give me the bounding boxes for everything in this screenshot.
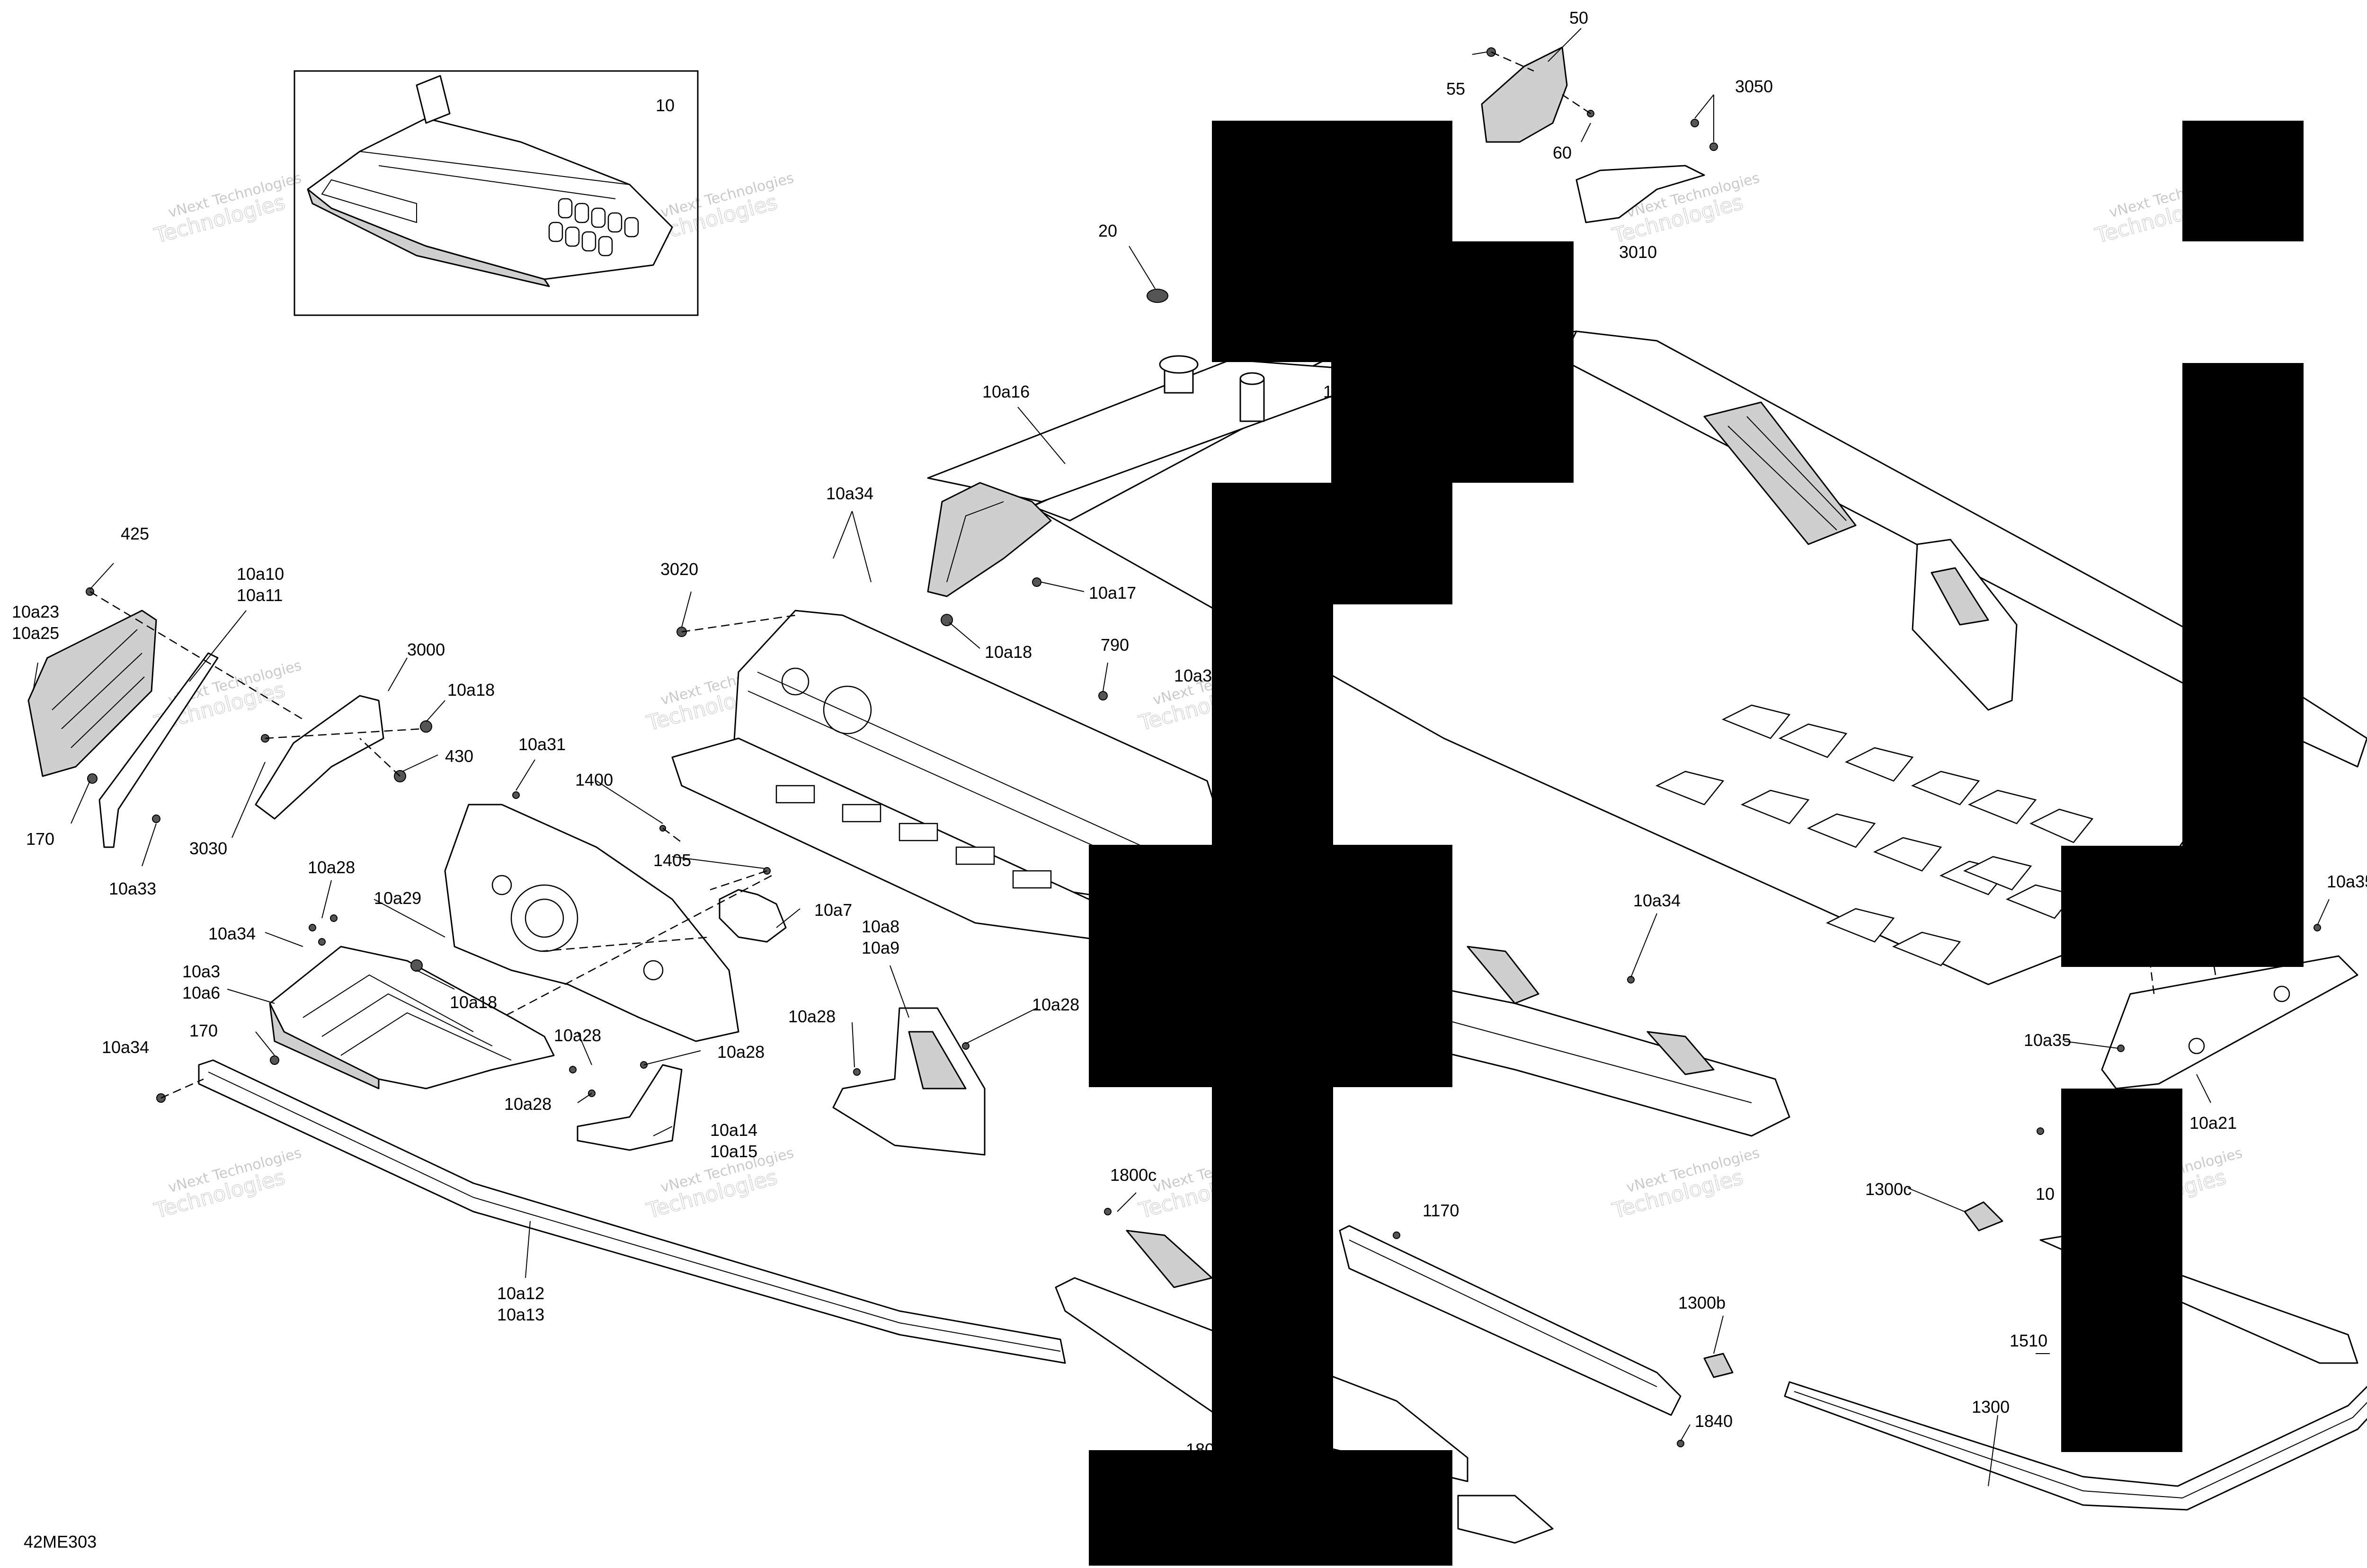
- callout-partial-10a3: 10a3: [1174, 666, 1212, 685]
- callout-10a9: 10a9: [862, 938, 899, 957]
- callout-10a8: 10a8: [862, 917, 899, 936]
- callout-1400: 1400: [575, 770, 613, 789]
- callout-10a18-mid: 10a18: [985, 642, 1032, 662]
- callout-3010: 3010: [1619, 242, 1657, 262]
- steering-support-plate: [444, 804, 739, 1042]
- gusset-10a8: [832, 1007, 986, 1156]
- callout-10a14: 10a14: [710, 1120, 757, 1140]
- callout-10a18-left: 10a18: [447, 680, 495, 700]
- callout-labels: 50 55 60 3050 3010 20 10a16 10a34 10a17 …: [12, 8, 2367, 1551]
- redaction-block: [2061, 1089, 2182, 1452]
- left-column-assembly: [27, 587, 432, 848]
- callout-10a29: 10a29: [374, 888, 421, 908]
- callout-10a11: 10a11: [237, 585, 283, 605]
- callout-3030: 3030: [189, 839, 227, 858]
- inset-label: 10: [656, 96, 675, 115]
- filler-neck: [1159, 355, 1265, 422]
- callout-3050: 3050: [1735, 77, 1773, 96]
- callout-10a28-e: 10a28: [717, 1042, 765, 1062]
- redaction-block: [2061, 846, 2304, 967]
- redaction-blocks: [1089, 121, 2304, 1566]
- tunnel-cooler-slots: [1655, 704, 2094, 966]
- callout-10a25: 10a25: [12, 623, 59, 643]
- callout-170-left: 170: [26, 829, 54, 849]
- callout-10a35-b: 10a35: [2024, 1030, 2071, 1050]
- callout-1300c: 1300c: [1865, 1179, 1912, 1199]
- callout-10a34-low: 10a34: [102, 1037, 149, 1057]
- callout-1300: 1300: [1972, 1397, 2010, 1417]
- callout-50: 50: [1569, 8, 1588, 27]
- callout-170-low: 170: [189, 1021, 218, 1040]
- redaction-block: [2182, 121, 2304, 241]
- callout-partial-1170: 1170: [1423, 1201, 1459, 1220]
- redaction-block: [1331, 362, 1452, 604]
- callout-1840: 1840: [1695, 1411, 1733, 1431]
- callout-partial-10: 10: [2036, 1184, 2055, 1204]
- leader-lines: [33, 28, 2330, 1487]
- callout-20: 20: [1098, 221, 1117, 240]
- callout-60: 60: [1553, 143, 1572, 162]
- callout-10a31: 10a31: [518, 735, 566, 754]
- callout-10a15: 10a15: [710, 1142, 757, 1161]
- diagram-code: 42ME303: [24, 1532, 97, 1551]
- callout-10a10: 10a10: [237, 564, 284, 584]
- callout-10a3: 10a3: [182, 962, 220, 981]
- top-right-brackets: [1481, 46, 1718, 223]
- callout-10a6: 10a6: [182, 983, 220, 1002]
- redaction-block: [1212, 1087, 1333, 1208]
- rear-frame-10a21: [2101, 946, 2358, 1090]
- callout-425: 425: [121, 524, 149, 543]
- callout-10a28-a: 10a28: [308, 858, 355, 877]
- redaction-block: [1089, 845, 1452, 1087]
- inset-slots: [548, 198, 639, 257]
- inset-assembly-box: 10: [294, 70, 699, 316]
- callout-3020: 3020: [660, 559, 698, 579]
- callout-430: 430: [445, 746, 473, 766]
- callout-10a12: 10a12: [497, 1284, 544, 1303]
- redaction-block: [1089, 1450, 1452, 1566]
- callout-55: 55: [1446, 79, 1465, 98]
- callout-3000: 3000: [407, 640, 445, 659]
- callout-10a34-top: 10a34: [826, 484, 873, 503]
- callout-10a23: 10a23: [12, 602, 59, 621]
- callout-10a28-b: 10a28: [1032, 995, 1079, 1014]
- redaction-block: [2182, 363, 2304, 846]
- callout-1300b: 1300b: [1678, 1293, 1726, 1312]
- callout-790: 790: [1101, 635, 1129, 655]
- callout-10a16: 10a16: [982, 382, 1030, 401]
- callout-10a17: 10a17: [1089, 583, 1136, 602]
- watermark: vNext Technologies Technologies: [1610, 1145, 1762, 1224]
- watermark: vNext Technologies Technologies: [151, 1145, 303, 1224]
- front-bumper-bar: [198, 1059, 1066, 1364]
- bracket-10a14: [577, 1064, 683, 1151]
- misc-fasteners: [156, 289, 2321, 1447]
- callout-10a18-low: 10a18: [450, 992, 497, 1012]
- rear-bumper-1300: [1703, 1201, 2367, 1511]
- callout-partial-1: 1: [1323, 382, 1333, 401]
- inset-tunnel-drawing: [307, 75, 673, 287]
- callout-1510: 1510: [2010, 1331, 2047, 1350]
- callout-10a28-c: 10a28: [788, 1007, 836, 1026]
- redaction-block: [1212, 1208, 1333, 1450]
- callout-10a33: 10a33: [109, 879, 156, 898]
- inset-frame: [294, 70, 699, 316]
- callout-10a35-a: 10a35: [2327, 872, 2367, 891]
- callout-10a7: 10a7: [814, 900, 852, 920]
- callout-10a21: 10a21: [2189, 1113, 2237, 1133]
- callout-10a28-d: 10a28: [554, 1026, 601, 1045]
- callout-1405: 1405: [653, 850, 691, 870]
- callout-10a34-left: 10a34: [208, 924, 256, 943]
- redaction-block: [1452, 241, 1574, 483]
- redaction-block: [1212, 483, 1333, 845]
- plate-10a7: [719, 889, 787, 943]
- callout-1800c: 1800c: [1110, 1165, 1157, 1185]
- callout-10a13: 10a13: [497, 1305, 544, 1324]
- front-skid-plate: [269, 946, 555, 1090]
- watermark: vNext Technologies Technologies: [151, 170, 303, 249]
- callout-10a28-f: 10a28: [504, 1094, 552, 1114]
- callout-10a34-right: 10a34: [1633, 891, 1681, 910]
- redaction-block: [1212, 121, 1452, 362]
